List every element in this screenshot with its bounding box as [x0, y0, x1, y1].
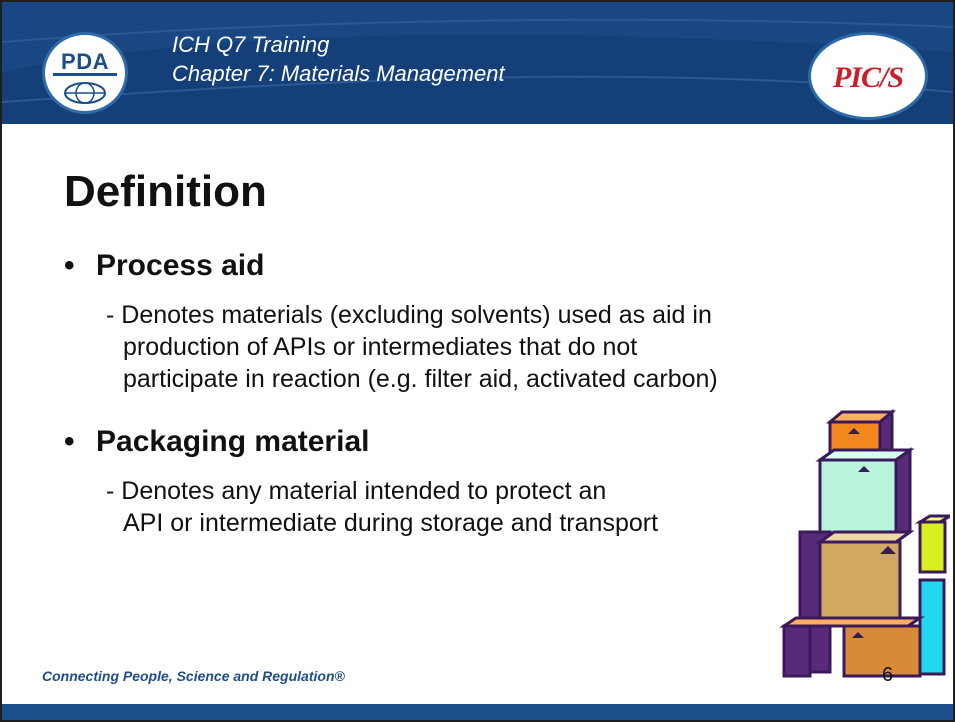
- page-number: 6: [882, 664, 894, 686]
- header-band: PDA ICH Q7 Training Chapter 7: Materials…: [2, 2, 953, 124]
- header-subtitle: Chapter 7: Materials Management: [172, 61, 505, 86]
- header-title: ICH Q7 Training: [172, 32, 330, 57]
- bullet-detail-process-aid: - Denotes materials (excluding solvents)…: [106, 299, 906, 395]
- detail-line: - Denotes materials (excluding solvents)…: [106, 301, 712, 329]
- header-swoosh-graphic: [2, 2, 953, 124]
- bullet-process-aid: • Process aid: [64, 247, 264, 285]
- bullet-packaging-material: • Packaging material: [64, 423, 369, 461]
- footer-tagline: Connecting People, Science and Regulatio…: [42, 668, 345, 684]
- slide-title: Definition: [64, 167, 267, 216]
- detail-line: production of APIs or intermediates that…: [123, 333, 638, 361]
- pics-logo-text: PIC/S: [832, 61, 904, 94]
- bullet-detail-packaging-material: - Denotes any material intended to prote…: [106, 475, 846, 539]
- globe-icon: [64, 82, 106, 104]
- detail-line: API or intermediate during storage and t…: [123, 509, 659, 537]
- detail-line: participate in reaction (e.g. filter aid…: [123, 365, 718, 393]
- pics-logo: PIC/S: [808, 32, 928, 120]
- footer-band: [2, 704, 953, 720]
- detail-line: - Denotes any material intended to prote…: [106, 477, 607, 505]
- bullet-label: Packaging material: [96, 425, 370, 458]
- stacked-boxes-illustration: [779, 408, 950, 678]
- pda-logo: PDA: [42, 32, 128, 114]
- pda-logo-text: PDA: [61, 49, 109, 74]
- bullet-label: Process aid: [96, 249, 265, 282]
- bullet-dot-icon: •: [64, 425, 75, 458]
- bullet-dot-icon: •: [64, 249, 75, 282]
- pda-logo-bar: [53, 73, 117, 76]
